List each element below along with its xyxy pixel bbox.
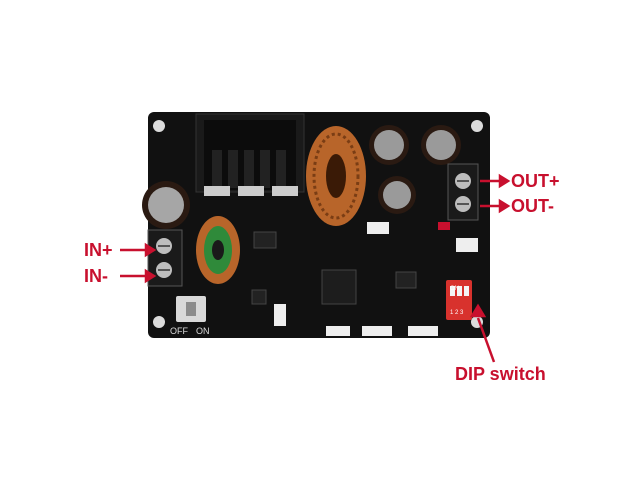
connectors	[274, 222, 478, 336]
in-minus-label: IN-	[84, 266, 108, 286]
output-terminal	[438, 163, 479, 230]
out-plus-arrowhead	[498, 173, 511, 189]
heatsink	[195, 113, 305, 196]
callout-arrows	[120, 173, 511, 363]
output-capacitors	[369, 125, 461, 214]
input-capacitor	[142, 181, 190, 229]
in-minus-arrowhead	[144, 268, 157, 284]
in-plus-arrowhead	[144, 242, 157, 258]
in-plus-label: IN+	[84, 240, 113, 260]
dip-on-text: ON	[450, 286, 459, 292]
switch-off-label: OFF	[170, 326, 188, 336]
input-inductor	[196, 216, 240, 284]
dip-arrow	[476, 317, 496, 363]
switch-on-label: ON	[196, 326, 210, 336]
out-plus-label: OUT+	[511, 171, 560, 191]
dip-numbers-text: 1 2 3	[450, 310, 464, 316]
dip-switch-component: ON 1 2 3	[446, 280, 472, 320]
power-switch: OFF ON	[170, 296, 210, 336]
dip-arrowhead	[469, 303, 487, 318]
toroid-inductor	[306, 126, 366, 226]
out-minus-arrowhead	[498, 198, 511, 214]
controller-ics	[251, 231, 417, 305]
out-minus-label: OUT-	[511, 196, 554, 216]
dip-switch-label: DIP switch	[455, 364, 546, 384]
